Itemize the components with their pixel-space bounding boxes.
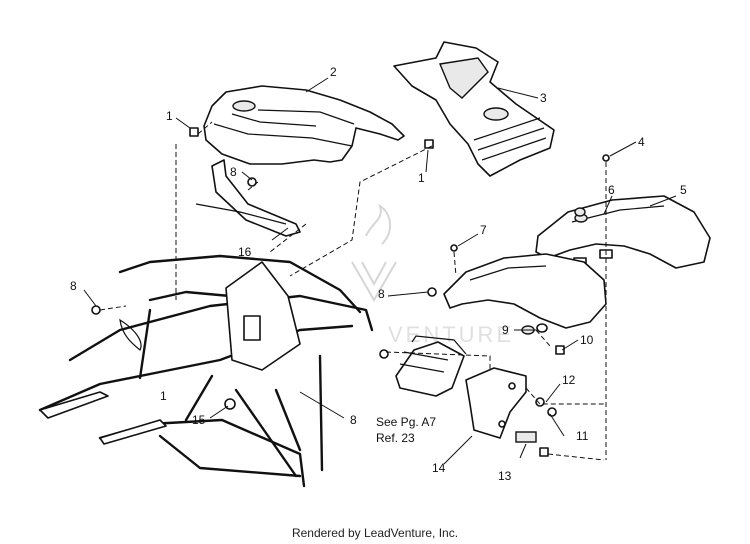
callout-2: 2 <box>330 65 337 79</box>
footrest-assembly-part <box>395 335 467 397</box>
callout-1-front: 1 <box>166 109 173 123</box>
bracket-16-part <box>195 159 301 237</box>
callout-1-rear: 1 <box>418 171 425 185</box>
callout-1-bottom: 1 <box>160 389 167 403</box>
callout-3: 3 <box>540 91 547 105</box>
callout-10: 10 <box>580 333 594 347</box>
callout-16: 16 <box>238 245 252 259</box>
clip-13-part <box>515 431 537 443</box>
callout-7: 7 <box>480 223 487 237</box>
callout-8-mid: 8 <box>378 287 385 301</box>
callout-14: 14 <box>432 461 446 475</box>
callout-9: 9 <box>502 323 509 337</box>
assembly-leaders <box>99 121 607 461</box>
callout-13: 13 <box>498 469 512 483</box>
front-fender-part <box>443 253 607 335</box>
callout-8-left: 8 <box>70 279 77 293</box>
watermark-text: VENTURE <box>388 322 514 347</box>
callout-8-hood: 8 <box>230 165 237 179</box>
callout-11: 11 <box>576 429 589 443</box>
callout-12: 12 <box>562 373 576 387</box>
callout-labels: 2 3 4 5 6 7 8 1 1 8 8 9 10 12 11 13 14 1… <box>70 65 687 483</box>
reference-note: Ref. 23 <box>376 431 415 445</box>
callout-15: 15 <box>192 413 206 427</box>
license-bracket-part <box>465 367 527 439</box>
rear-hood-part <box>393 41 555 177</box>
callout-4: 4 <box>638 135 645 149</box>
callout-8-bottom: 8 <box>350 413 357 427</box>
callout-6: 6 <box>608 183 615 197</box>
see-page-note: See Pg. A7 <box>376 415 436 429</box>
callout-leaders <box>83 77 677 465</box>
atv-frame-part <box>38 254 374 488</box>
render-credit: Rendered by LeadVenture, Inc. <box>291 526 459 540</box>
front-hood-part <box>203 85 405 165</box>
leadventure-watermark: VENTURE <box>351 203 514 347</box>
callout-5: 5 <box>680 183 687 197</box>
